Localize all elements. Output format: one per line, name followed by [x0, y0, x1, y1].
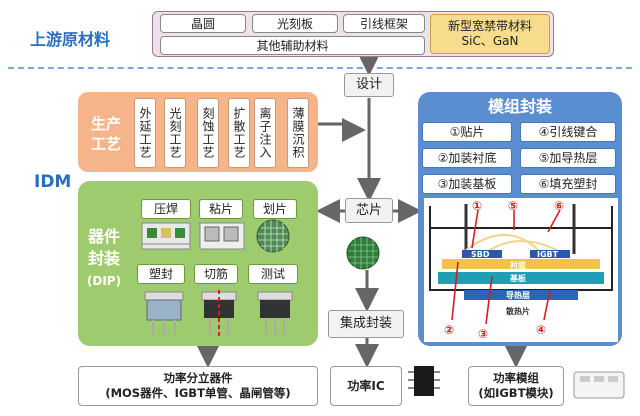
- module-step-5: ⑤加导热层: [520, 148, 616, 168]
- die-attach-image: [199, 222, 245, 250]
- step-lithography: 光刻工艺: [164, 98, 186, 168]
- discrete-device-output: 功率分立器件 (MOS器件、IGBT单管、晶闸管等): [78, 366, 318, 406]
- module-step-1: ①贴片: [422, 122, 512, 142]
- material-photomask: 光刻板: [252, 14, 338, 33]
- production-title-line2: 工艺: [90, 135, 121, 153]
- molded-device-image: [144, 291, 184, 334]
- device-package-sub: (DIP): [86, 274, 122, 288]
- ic-chip-icon: [408, 366, 440, 396]
- step-scribe: 划片: [253, 199, 297, 219]
- production-title: 生产 工艺: [84, 114, 128, 154]
- material-wafer: 晶圆: [160, 14, 246, 33]
- upstream-label: 上游原材料: [30, 30, 111, 49]
- step-etching: 刻蚀工艺: [197, 98, 219, 168]
- discrete-output-sub: (MOS器件、IGBT单管、晶闸管等): [105, 386, 291, 400]
- step-thin-film: 薄膜沉积: [287, 98, 309, 168]
- discrete-output-title: 功率分立器件: [163, 371, 233, 385]
- base-layer: [438, 272, 604, 284]
- power-module-icon: [573, 371, 625, 399]
- power-module-output: 功率模组 (如IGBT模块): [468, 366, 564, 406]
- device-package-title-text: 器件封装: [87, 227, 120, 268]
- step-ion-implant: 离子注入: [254, 98, 276, 168]
- wafer-grid-image: [256, 219, 290, 253]
- module-step-3: ③加装基板: [422, 174, 512, 194]
- new-material-title: 新型宽禁带材料: [447, 19, 532, 33]
- sbd-chip: [462, 250, 502, 258]
- cross-section-bg: [424, 198, 618, 342]
- substrate-label: 衬底: [509, 260, 526, 270]
- device-package-title: 器件封装 (DIP): [82, 226, 126, 292]
- step-test: 测试: [248, 264, 298, 284]
- leadframe-image: [141, 222, 191, 250]
- ic-package-box: 集成封装: [328, 310, 404, 338]
- idm-label: IDM: [34, 172, 72, 192]
- marker-1: ①: [472, 199, 482, 213]
- wafer-icon: [346, 236, 380, 270]
- module-step-4: ④引线键合: [520, 122, 616, 142]
- heatsink-label: 散热片: [506, 306, 530, 316]
- divider-dashed-line: [8, 67, 632, 69]
- step-mold: 塑封: [137, 264, 185, 284]
- module-output-title: 功率模组: [493, 371, 539, 385]
- step-die-attach: 粘片: [199, 199, 243, 219]
- power-ic-output: 功率IC: [330, 366, 402, 406]
- step-epitaxy: 外延工艺: [134, 98, 156, 168]
- sbd-label: SBD: [471, 250, 490, 259]
- production-title-line1: 生产: [90, 115, 121, 133]
- step-press-weld: 压焊: [141, 199, 191, 219]
- module-output-sub: (如IGBT模块): [478, 386, 554, 400]
- design-box: 设计: [344, 73, 394, 97]
- marker-3: ③: [478, 327, 488, 341]
- material-other: 其他辅助材料: [160, 36, 425, 55]
- chip-box: 芯片: [345, 198, 393, 223]
- igbt-label: IGBT: [537, 250, 559, 259]
- module-step-6: ⑥填充塑封: [520, 174, 616, 194]
- tested-device-image: [257, 291, 293, 334]
- material-lead-frame: 引线框架: [343, 14, 425, 33]
- igbt-chip: [530, 250, 570, 258]
- step-diffusion: 扩散工艺: [228, 98, 250, 168]
- marker-6: ⑥: [554, 199, 564, 213]
- marker-2: ②: [444, 323, 454, 337]
- module-step-2: ②加装衬底: [422, 148, 512, 168]
- marker-4: ④: [536, 323, 546, 337]
- new-material-sub: SiC、GaN: [461, 34, 519, 48]
- arrow-process-to-chip: [318, 118, 366, 142]
- substrate-layer: [442, 259, 600, 269]
- module-cross-section: SBD IGBT 衬底 基板 导热层 散热片 ① ⑤ ⑥ ② ③ ④: [424, 198, 618, 342]
- module-package-title: 模组封装: [487, 97, 552, 116]
- bond-wires: [465, 234, 543, 255]
- step-trim: 切筋: [194, 264, 238, 284]
- trimmed-device-image: [201, 290, 237, 336]
- thermal-layer: [464, 290, 578, 300]
- marker-5: ⑤: [508, 199, 518, 213]
- base-label: 基板: [509, 273, 527, 283]
- new-material-box: 新型宽禁带材料 SiC、GaN: [430, 14, 550, 54]
- thermal-label: 导热层: [506, 290, 530, 300]
